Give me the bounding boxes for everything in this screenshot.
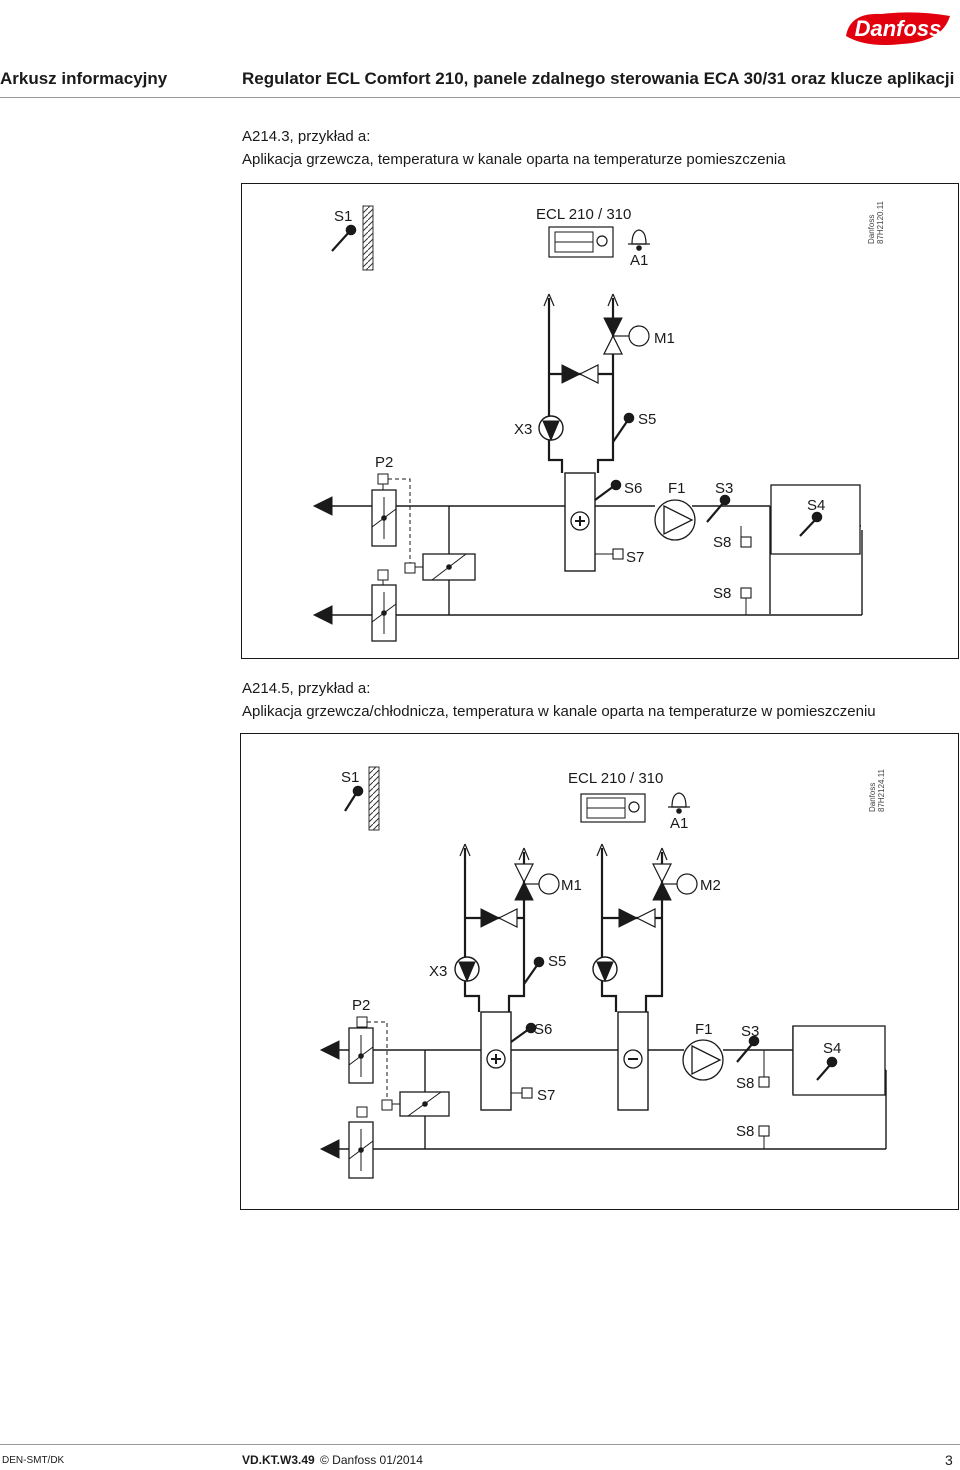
header-divider xyxy=(0,97,960,98)
s8-label: S8 xyxy=(736,1075,754,1092)
s1-label: S1 xyxy=(334,208,352,225)
page-number: 3 xyxy=(945,1452,953,1468)
s1-label: S1 xyxy=(341,769,359,786)
reference-brand: Danfoss xyxy=(868,783,877,812)
s3-label: S3 xyxy=(741,1023,759,1040)
f1-label: F1 xyxy=(695,1021,713,1038)
s8-label: S8 xyxy=(713,585,731,602)
f1-label: F1 xyxy=(668,480,686,497)
p2-actuator xyxy=(377,473,389,485)
supply-air-arrow xyxy=(312,496,333,516)
s5-label: S5 xyxy=(638,411,656,428)
footer-department: DEN-SMT/DK xyxy=(2,1455,65,1466)
exhaust-air-arrow xyxy=(312,605,333,625)
s8-label: S8 xyxy=(736,1123,754,1140)
s4-label: S4 xyxy=(807,497,825,514)
document-title: Regulator ECL Comfort 210, panele zdalne… xyxy=(242,69,955,88)
m1-label: M1 xyxy=(654,330,675,347)
s1-sensor-stem xyxy=(331,230,351,252)
diagram1-schematic: S1 ECL 210 / 310 A1 M1 X3 S5 P2 S6 F1 S3… xyxy=(312,200,885,642)
diagram1-caption-code: A214.3, przykład a: xyxy=(242,128,371,145)
m2-actuator xyxy=(676,873,698,895)
s4-label: S4 xyxy=(823,1040,841,1057)
reference-brand: Danfoss xyxy=(867,215,876,244)
s7-label: S7 xyxy=(537,1087,555,1104)
danfoss-logo: Danfoss xyxy=(846,12,950,45)
alarm-bell-icon xyxy=(671,792,687,808)
m1-actuator xyxy=(538,873,560,895)
s6-label: S6 xyxy=(624,480,642,497)
s8-label: S8 xyxy=(713,534,731,551)
footer-document-code: VD.KT.W3.49 xyxy=(242,1453,315,1467)
reference-code: 87H2124.11 xyxy=(877,768,886,812)
m1-actuator xyxy=(628,325,650,347)
diagram2-caption-code: A214.5, przykład a: xyxy=(242,680,371,697)
alarm-bell-icon xyxy=(631,229,647,245)
s3-label: S3 xyxy=(715,480,733,497)
f1-fan xyxy=(682,1039,724,1081)
document-type: Arkusz informacyjny xyxy=(0,69,168,88)
logo-text: Danfoss xyxy=(855,16,942,41)
p2-label: P2 xyxy=(352,997,370,1014)
m1-label: M1 xyxy=(561,877,582,894)
f1-fan xyxy=(654,499,696,541)
p2-label: P2 xyxy=(375,454,393,471)
diagram2-schematic: S1 ECL 210 / 310 A1 M1 M2 X3 S5 P2 S6 F1… xyxy=(319,766,887,1179)
room-s4-box xyxy=(792,1025,886,1096)
footer-divider xyxy=(0,1444,960,1445)
x3-label: X3 xyxy=(514,421,532,438)
m2-label: M2 xyxy=(700,877,721,894)
footer-copyright: © Danfoss 01/2014 xyxy=(320,1453,423,1467)
diagram2-caption-text: Aplikacja grzewcza/chłodnicza, temperatu… xyxy=(242,703,876,720)
s7-label: S7 xyxy=(626,549,644,566)
a1-label: A1 xyxy=(670,815,688,832)
wall-hatch xyxy=(362,205,374,271)
x3-label: X3 xyxy=(429,963,447,980)
controller-icon xyxy=(548,226,614,258)
a1-label: A1 xyxy=(630,252,648,269)
diagram2-frame: S1 ECL 210 / 310 A1 M1 M2 X3 S5 P2 S6 F1… xyxy=(240,733,959,1210)
s6-label: S6 xyxy=(534,1021,552,1038)
diagram1-caption-text: Aplikacja grzewcza, temperatura w kanale… xyxy=(242,151,786,168)
s1-sensor-head xyxy=(345,224,357,236)
diagram1-frame: S1 ECL 210 / 310 A1 M1 X3 S5 P2 S6 F1 S3… xyxy=(241,183,959,659)
controller-icon xyxy=(580,793,646,823)
controller-label: ECL 210 / 310 xyxy=(568,770,663,787)
controller-label: ECL 210 / 310 xyxy=(536,206,631,223)
s5-label: S5 xyxy=(548,953,566,970)
reference-code: 87H2120.11 xyxy=(876,200,885,244)
